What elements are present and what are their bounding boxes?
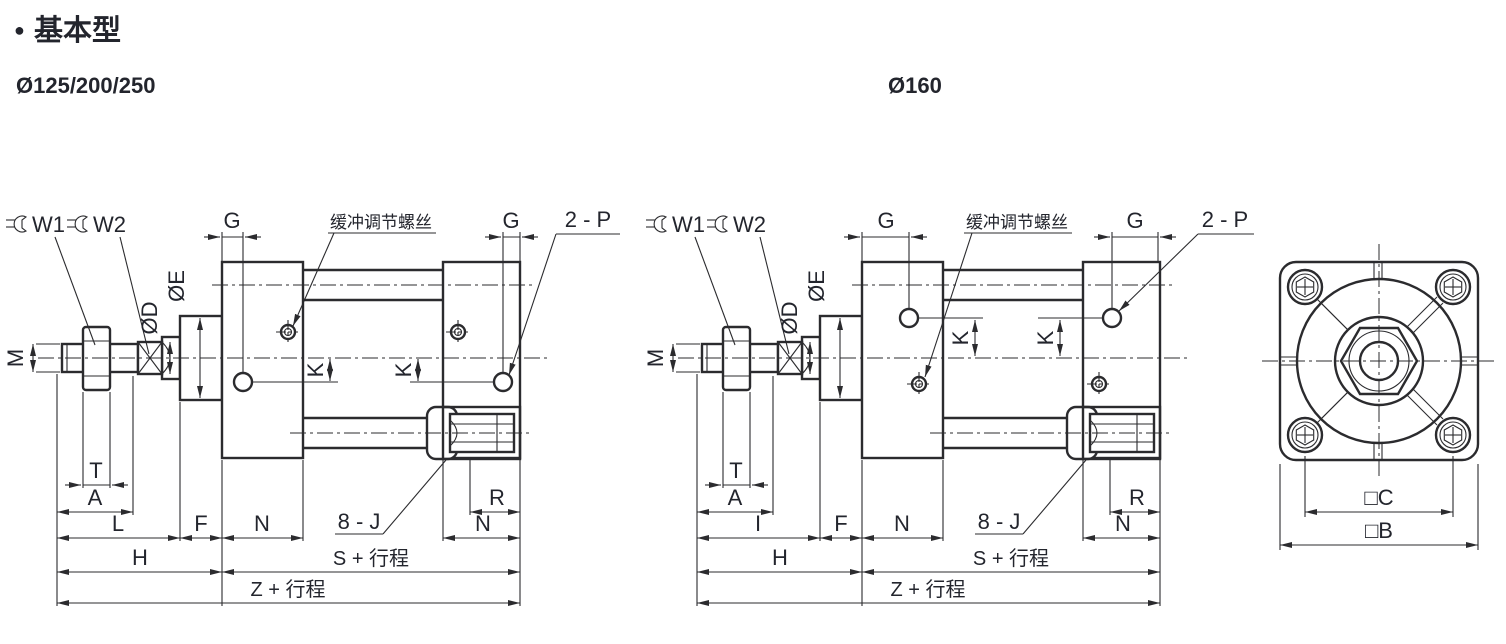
dim-label-w1: W1 <box>32 212 65 237</box>
dim-label-t: T <box>729 458 742 483</box>
wrench-icon <box>646 215 668 233</box>
ports-label: 2 - P <box>1202 207 1248 232</box>
dim-label-n: N <box>1115 511 1131 536</box>
dimensions: G G 缓冲调节螺丝 2 - P W1 <box>643 207 1254 606</box>
front-end-cap <box>220 260 305 460</box>
cushion-screw-icon <box>1087 372 1111 396</box>
dim-label-h: H <box>772 545 788 570</box>
dim-label-k: K <box>303 362 328 377</box>
port-circle-front <box>898 307 920 329</box>
cushion-leader <box>924 232 973 378</box>
dimensions: G G 缓冲调节螺丝 2 - P W1 <box>3 207 620 606</box>
dim-label-rod-dia: ØD <box>137 302 162 335</box>
cushion-leader <box>292 232 335 327</box>
wrench-icon <box>707 215 729 233</box>
tie-rod-nuts-label: 8 - J <box>978 509 1021 534</box>
side-view-160: G G 缓冲调节螺丝 2 - P W1 <box>643 207 1254 606</box>
dim-label-gland-dia: ØE <box>804 270 829 302</box>
dim-label-i: I <box>755 511 761 536</box>
dim-label-k: K <box>948 330 973 345</box>
dim-label-rod-dia: ØD <box>777 302 802 335</box>
dim-label-gland-dia: ØE <box>164 270 189 302</box>
heading-right-bore: Ø160 <box>888 73 942 98</box>
dim-label-z-stroke: Z + 行程 <box>250 578 325 601</box>
dim-label-r: R <box>1129 485 1145 510</box>
dim-label-a: A <box>728 485 743 510</box>
dim-label-g: G <box>877 208 894 233</box>
dim-label-g: G <box>1126 208 1143 233</box>
front-end-cap <box>860 260 945 460</box>
wrench-icon <box>6 215 28 233</box>
end-view: □C □B <box>1262 244 1496 550</box>
heading-left-bores: Ø125/200/250 <box>16 73 155 98</box>
corner-nut <box>1286 268 1324 306</box>
web-slots <box>1280 262 1478 460</box>
dim-label-z-stroke: Z + 行程 <box>890 578 965 601</box>
tie-rod-nuts-label: 8 - J <box>338 509 381 534</box>
dim-label-f: F <box>194 511 207 536</box>
dim-label-k: K <box>391 362 416 377</box>
dim-label-k: K <box>1033 330 1058 345</box>
dim-label-c-square: □C <box>1364 485 1393 510</box>
dim-label-l: L <box>112 511 124 536</box>
dim-label-a: A <box>88 485 103 510</box>
dim-label-r: R <box>489 485 505 510</box>
port-circle-front <box>232 371 254 393</box>
dim-label-n: N <box>475 511 491 536</box>
dim-label-h: H <box>132 545 148 570</box>
dim-label-t: T <box>89 458 102 483</box>
dim-label-f: F <box>834 511 847 536</box>
cushion-screw-label: 缓冲调节螺丝 <box>330 213 432 232</box>
dim-label-n: N <box>894 511 910 536</box>
cushion-screw-label: 缓冲调节螺丝 <box>966 213 1068 232</box>
cushion-screw-icon <box>907 372 931 396</box>
corner-nut <box>1434 416 1472 454</box>
dim-label-w2: W2 <box>733 212 766 237</box>
dim-label-s-stroke: S + 行程 <box>973 547 1049 570</box>
page-title: 基本型 <box>34 14 121 47</box>
ports-label: 2 - P <box>565 207 611 232</box>
side-view-125-200-250: G G 缓冲调节螺丝 2 - P W1 <box>3 207 620 606</box>
dim-label-s-stroke: S + 行程 <box>333 547 409 570</box>
corner-nut <box>1286 416 1324 454</box>
port-circle-rear <box>1101 307 1123 329</box>
corner-nut <box>1434 268 1472 306</box>
port-leader <box>508 233 557 376</box>
port-leader <box>1118 233 1199 312</box>
tie-rod-spokes <box>1314 296 1444 426</box>
tie-rods <box>303 268 443 450</box>
tie-rods <box>943 268 1083 450</box>
wrench-icon <box>67 215 89 233</box>
dim-label-b-square: □B <box>1365 518 1393 543</box>
dim-label-g: G <box>223 208 240 233</box>
port-circle-rear <box>492 371 514 393</box>
dim-label-m: M <box>3 349 28 367</box>
dim-label-m: M <box>643 349 668 367</box>
dim-label-w2: W2 <box>93 212 126 237</box>
dimensions: □C □B <box>1279 456 1479 550</box>
title-bullet: ● <box>14 20 25 40</box>
cushion-screw-icon <box>276 320 300 344</box>
dim-label-n: N <box>254 511 270 536</box>
dim-label-g: G <box>502 208 519 233</box>
dim-label-w1: W1 <box>672 212 705 237</box>
cushion-screw-icon <box>446 320 470 344</box>
